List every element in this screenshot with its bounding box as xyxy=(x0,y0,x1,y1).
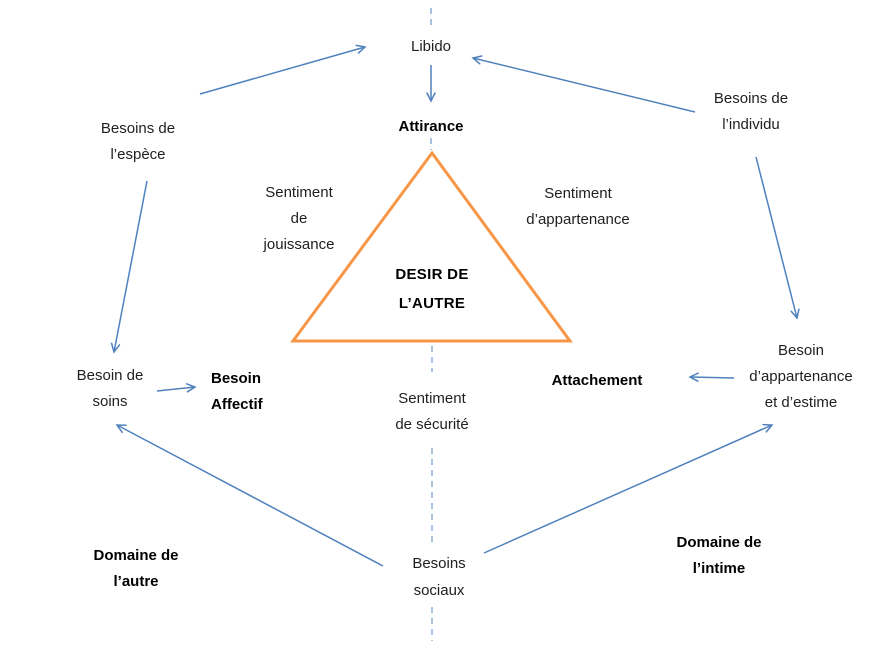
arrow-sociaux-to-estime-icon xyxy=(483,423,774,554)
node-domaine-intime-line1: Domaine de xyxy=(676,534,762,551)
node-sentiment-securite: Sentiment de sécurité xyxy=(395,386,468,438)
node-besoin-affectif-line2: Affectif xyxy=(211,396,263,413)
node-attirance: Attirance xyxy=(398,114,463,140)
node-sentiment-securite-line1: Sentiment xyxy=(398,390,466,407)
node-attachement-text: Attachement xyxy=(551,372,643,389)
node-besoins-individu: Besoins de l’individu xyxy=(714,86,788,138)
node-besoins-espece-line2: l’espèce xyxy=(110,146,166,163)
node-sentiment-appartenance-line2: d’appartenance xyxy=(526,211,630,228)
arrow-espece-to-libido-icon xyxy=(199,44,367,95)
node-sentiment-jouissance: Sentiment de jouissance xyxy=(264,180,335,258)
node-besoins-espece-line1: Besoins de xyxy=(100,120,176,137)
node-domaine-intime: Domaine de l’intime xyxy=(676,530,761,582)
node-attirance-text: Attirance xyxy=(398,118,464,135)
node-sentiment-jouissance-line1: Sentiment xyxy=(265,184,333,201)
node-besoin-appartenance-line3: et d’estime xyxy=(764,394,838,411)
node-sentiment-jouissance-line2: de xyxy=(290,210,308,227)
desire-triangle xyxy=(290,150,573,343)
node-domaine-autre: Domaine de l’autre xyxy=(93,543,178,595)
node-besoins-sociaux-line2: sociaux xyxy=(413,582,465,599)
arrow-espece-to-soins-icon xyxy=(110,180,148,354)
node-besoin-affectif-line1: Besoin xyxy=(211,370,262,387)
node-besoins-sociaux-line1: Besoins xyxy=(412,555,466,572)
node-besoin-appartenance-line1: Besoin xyxy=(778,342,824,359)
node-besoins-sociaux: Besoins sociaux xyxy=(412,550,465,604)
node-domaine-intime-line2: l’intime xyxy=(692,560,746,577)
node-domaine-autre-line2: l’autre xyxy=(113,573,159,590)
node-domaine-autre-line1: Domaine de xyxy=(93,547,179,564)
node-besoin-appartenance-line2: d’appartenance xyxy=(749,368,853,385)
node-sentiment-appartenance: Sentiment d’appartenance xyxy=(526,181,629,233)
node-attachement: Attachement xyxy=(552,368,643,394)
node-desir-line2: L’AUTRE xyxy=(398,295,466,312)
arrow-soins-to-affectif-icon xyxy=(156,383,197,393)
node-besoin-affectif: Besoin Affectif xyxy=(211,366,263,418)
arrow-individu-to-libido-icon xyxy=(471,55,696,113)
node-besoins-individu-line1: Besoins de xyxy=(713,90,789,107)
node-besoins-individu-line2: l’individu xyxy=(722,116,780,133)
arrow-appartenance-to-attachement-icon xyxy=(688,372,735,382)
node-sentiment-appartenance-line1: Sentiment xyxy=(544,185,612,202)
node-desir-line1: DESIR DE xyxy=(395,266,469,283)
node-sentiment-securite-line2: de sécurité xyxy=(395,416,469,433)
arrow-sociaux-to-soins-icon xyxy=(115,424,384,567)
node-besoin-de-soins-line2: soins xyxy=(92,393,128,410)
node-libido: Libido xyxy=(411,34,451,60)
arrow-individu-to-appartenance-icon xyxy=(755,156,800,320)
node-besoin-appartenance-estime: Besoin d’appartenance et d’estime xyxy=(749,338,852,416)
node-besoins-espece: Besoins de l’espèce xyxy=(101,116,175,168)
node-besoin-de-soins-line1: Besoin de xyxy=(76,367,144,384)
node-besoin-de-soins: Besoin de soins xyxy=(77,363,144,415)
node-desir-de-l-autre: DESIR DE L’AUTRE xyxy=(395,260,468,318)
node-sentiment-jouissance-line3: jouissance xyxy=(263,236,335,253)
node-libido-text: Libido xyxy=(410,38,452,55)
